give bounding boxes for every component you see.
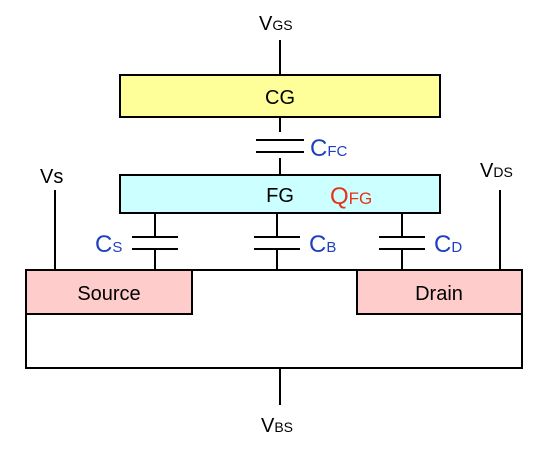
cfc-main: C [310, 135, 327, 162]
vds-main: V [480, 160, 494, 182]
source-label: Source [77, 283, 140, 305]
cs-sub: S [112, 239, 122, 256]
vs-label: Vs [40, 166, 63, 188]
drain-label: Drain [415, 283, 463, 305]
vds-label: VDS [480, 160, 513, 182]
control-gate-block [119, 74, 441, 118]
vbs-main: V [261, 415, 275, 437]
vbs-sub: BS [274, 419, 293, 435]
fg-label: FG [266, 185, 294, 207]
qfg-main: Q [330, 183, 349, 210]
cd-label: CD [434, 231, 462, 258]
vgs-sub: GS [272, 17, 292, 33]
qfg-sub: FG [349, 189, 373, 208]
capacitor-plates [132, 139, 425, 250]
cb-main: C [309, 231, 326, 258]
drain-block [356, 269, 523, 315]
vgs-main: V [259, 13, 273, 35]
cd-main: C [434, 231, 451, 258]
cfc-sub: FC [327, 143, 347, 160]
cs-label: CS [95, 231, 122, 258]
vgs-label: VGS [259, 13, 293, 35]
cb-sub: B [326, 239, 336, 256]
vds-sub: DS [493, 164, 512, 180]
wires [25, 40, 523, 405]
cg-label: CG [265, 87, 295, 109]
substrate-body [25, 269, 523, 369]
floating-gate-block [119, 174, 441, 214]
source-block [25, 269, 193, 315]
cd-sub: D [451, 239, 462, 256]
cfc-label: CFC [310, 135, 348, 162]
cs-main: C [95, 231, 112, 258]
vbs-label: VBS [261, 415, 293, 437]
cb-label: CB [309, 231, 336, 258]
qfg-label: QFG [330, 183, 372, 210]
